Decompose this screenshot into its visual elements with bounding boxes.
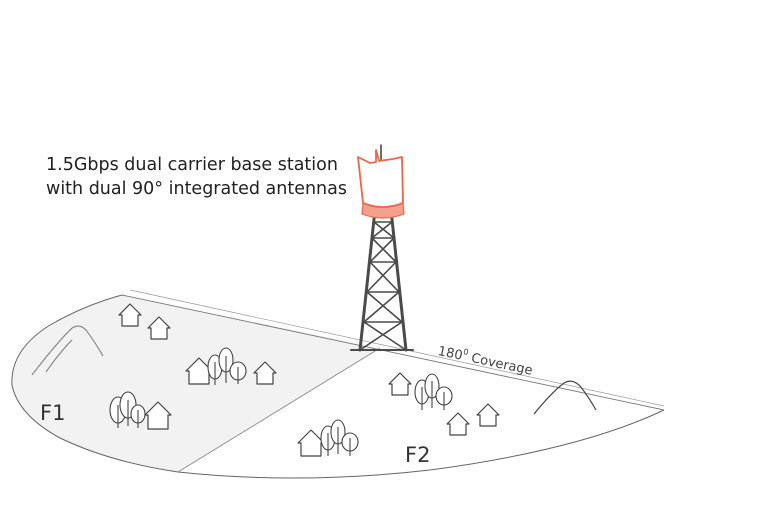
house-icon [144,401,172,430]
coverage-boundary [11,294,665,479]
base-station-caption: 1.5Gbps dual carrier base station with d… [46,153,347,201]
house-icon [147,316,171,340]
mountain-icon [533,380,597,415]
tree-icon [130,404,146,428]
sector-divider [177,347,381,473]
tree-icon [435,386,453,410]
zone-label-f2: F2 [405,443,431,467]
house-icon [446,412,470,436]
caption-line-1: 1.5Gbps dual carrier base station [46,155,338,175]
mountain-icon [45,339,73,373]
caption-line-2: with dual 90° integrated antennas [46,179,347,199]
house-icon [388,372,412,396]
house-icon [185,357,213,385]
mountain-icon [31,325,104,376]
antenna-unit [357,149,405,219]
lattice-tower [350,144,414,352]
tree-icon [341,432,359,456]
tree-icon [330,419,346,454]
coverage-edge-line-2 [129,289,665,407]
tree-icon [229,361,247,384]
house-icon [253,361,277,385]
tree-icon [424,373,440,408]
degree-mark: 0 [462,347,470,358]
house-icon [118,303,142,327]
zone-label-f1: F1 [40,401,66,425]
coverage-edge-line [121,294,665,411]
house-icon [297,429,325,457]
house-icon [476,403,500,427]
tree-icon [218,347,234,383]
